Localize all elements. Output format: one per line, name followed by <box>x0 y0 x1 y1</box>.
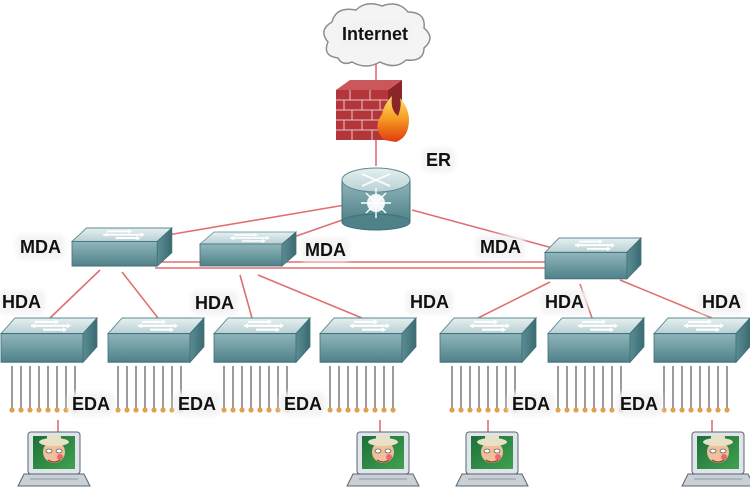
internet-label: Internet <box>342 24 409 44</box>
mda-switch-middle <box>199 231 297 267</box>
hda-switch-1 <box>0 316 99 364</box>
hda-switch-4 <box>318 316 418 364</box>
eda-label-4: EDA <box>512 394 551 414</box>
hda-switch-6 <box>546 316 646 364</box>
hda-switch-7 <box>652 316 750 364</box>
hda-label-5: HDA <box>702 292 741 312</box>
eda-ports-6 <box>554 365 625 414</box>
router-icon <box>341 167 411 231</box>
hda-label-2: HDA <box>195 293 234 313</box>
mda-switch-right <box>544 237 642 280</box>
hda-label-4: HDA <box>545 292 584 312</box>
mda-label-middle: MDA <box>305 240 346 260</box>
eda-ports-7 <box>660 365 731 414</box>
mda-label-right: MDA <box>480 237 521 257</box>
eda-label-1: EDA <box>72 394 111 414</box>
laptop-computer-icon <box>17 431 91 487</box>
eda-label-3: EDA <box>284 394 323 414</box>
eda-ports-4 <box>326 365 397 414</box>
laptop-computer-icon <box>681 431 750 487</box>
hda-switch-2 <box>106 316 206 364</box>
hda-label-1: HDA <box>2 292 41 312</box>
firewall-icon <box>336 80 409 142</box>
mda-switch-left <box>71 227 173 267</box>
laptop-computer-icon <box>346 431 420 487</box>
eda-label-2: EDA <box>178 394 217 414</box>
hda-switch-3 <box>212 316 312 364</box>
hda-switch-5 <box>438 316 538 364</box>
eda-label-5: EDA <box>620 394 659 414</box>
er-label: ER <box>426 150 452 170</box>
laptop-computer-icon <box>455 431 529 487</box>
mda-label-left: MDA <box>20 237 61 257</box>
hda-label-3: HDA <box>410 292 449 312</box>
